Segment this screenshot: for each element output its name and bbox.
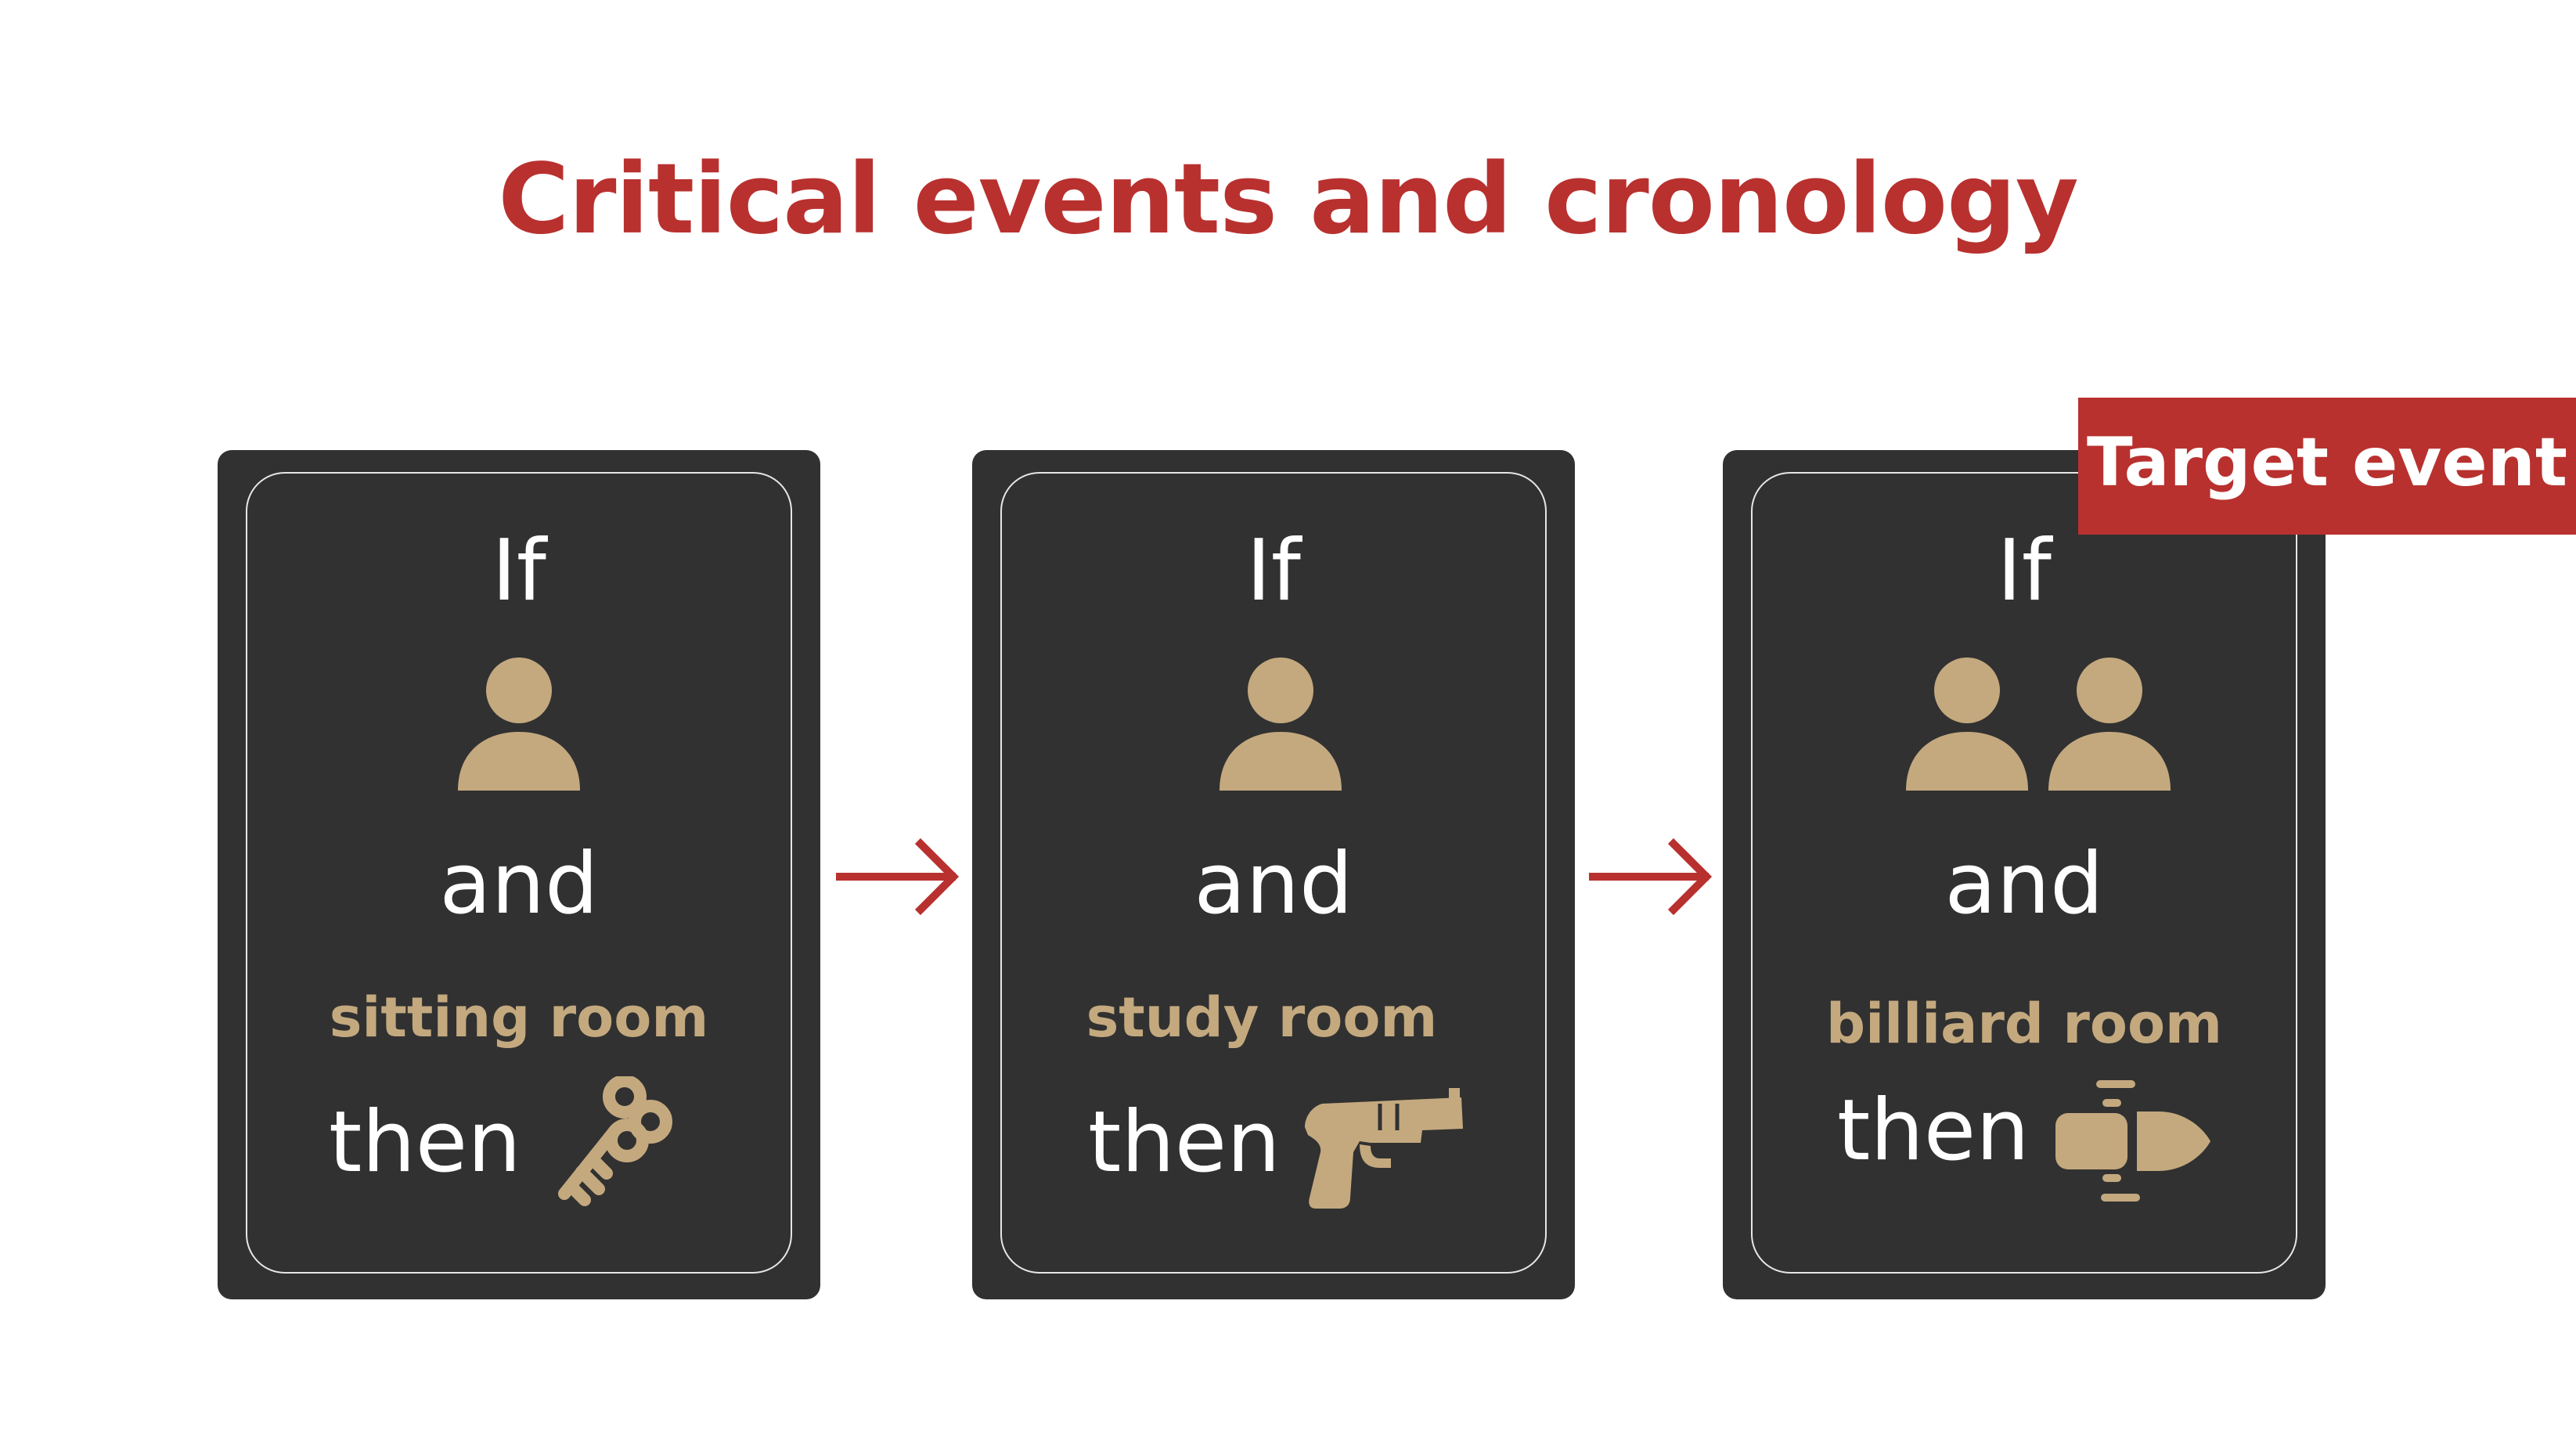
person-icon	[1906, 658, 2028, 791]
card-border	[1751, 472, 2297, 1274]
and-label: and	[1944, 835, 2104, 933]
event-card-study-room: If and study room then	[972, 450, 1575, 1299]
room-label: study room	[1086, 985, 1438, 1050]
if-label: If	[1246, 522, 1301, 620]
room-label: billiard room	[1826, 992, 2222, 1056]
then-row: then	[972, 1076, 1575, 1209]
target-event-badge: Target event	[2078, 398, 2576, 535]
then-row: then	[1723, 1076, 2326, 1209]
right-arrow-icon	[836, 838, 960, 916]
card-border	[1000, 472, 1547, 1274]
revolver-icon	[1305, 1088, 1463, 1209]
person-icon	[458, 658, 580, 791]
bullet-icon	[2055, 1080, 2210, 1202]
person-icon	[1220, 658, 1342, 791]
diagram-title: Critical events and cronology	[498, 143, 2078, 256]
person-icon	[2048, 658, 2171, 791]
event-card-sitting-room: If and sitting room then	[218, 450, 820, 1299]
right-arrow-icon	[1589, 838, 1713, 916]
if-label: If	[1997, 522, 2052, 620]
target-event-label: Target event	[2086, 423, 2567, 502]
room-label: sitting room	[329, 985, 709, 1050]
then-label: then	[1837, 1082, 2030, 1180]
event-card-billiard-room: If and billiard room then	[1723, 450, 2326, 1299]
then-label: then	[1088, 1094, 1281, 1191]
then-label: then	[329, 1094, 521, 1191]
key-icon	[558, 1076, 672, 1206]
and-label: and	[439, 835, 599, 933]
card-border	[246, 472, 792, 1274]
then-row: then	[218, 1076, 820, 1209]
and-label: and	[1194, 835, 1353, 933]
if-label: If	[492, 522, 546, 620]
